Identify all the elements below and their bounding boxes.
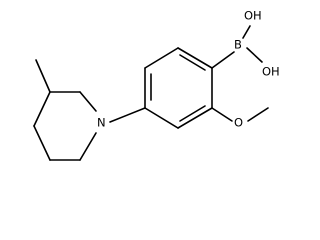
bond-c3-c4	[33, 91, 51, 127]
piperidine-ring	[33, 91, 97, 161]
atom-label-boron: B	[234, 38, 242, 52]
ring-bond-5	[177, 107, 213, 129]
bond-n-aryl	[109, 107, 146, 123]
atom-label-hydroxyl-upper: OH	[244, 9, 262, 23]
bond-c4-c5	[33, 125, 51, 161]
bond-c6-n	[79, 132, 97, 161]
bond-methyl	[35, 59, 51, 93]
bond-aryl-oxygen	[211, 107, 233, 122]
ring-double-bond-inner-3	[179, 105, 206, 122]
ring-bond-6	[144, 107, 179, 129]
atom-label-methoxy-oxygen: O	[234, 116, 243, 130]
ring-bond-2	[144, 47, 179, 69]
ring-bond-3	[177, 47, 213, 69]
ring-double-bond-inner-2	[179, 54, 206, 71]
atom-label-nitrogen: N	[97, 116, 106, 130]
bond-oxygen-methyl	[247, 107, 269, 122]
bond-n-c2	[79, 91, 97, 112]
chemical-structure-diagram: N B OH OH O	[33, 9, 280, 161]
bond-aryl-boron	[211, 51, 235, 69]
bond-boron-oh-lower	[246, 47, 263, 63]
bond-boron-oh-upper	[242, 25, 251, 39]
atom-label-hydroxyl-lower: OH	[262, 65, 280, 79]
benzene-ring	[144, 47, 213, 129]
